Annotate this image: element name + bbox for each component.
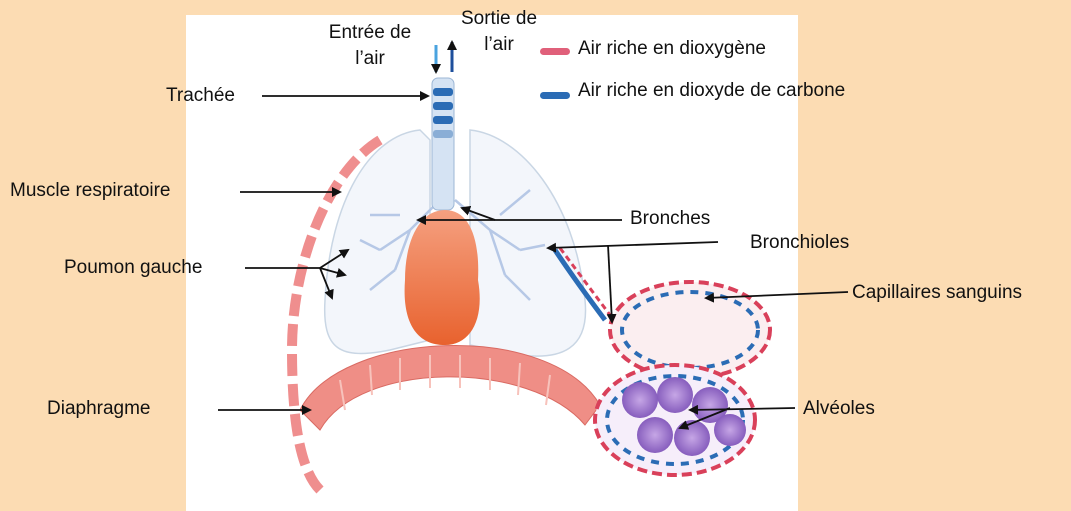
heart-shape <box>405 210 480 345</box>
trachea-shape <box>432 78 454 210</box>
legend-oxygen-swatch <box>540 48 570 55</box>
lung-label: Poumon gauche <box>64 257 202 279</box>
capillaries-label: Capillaires sanguins <box>852 282 1022 304</box>
bronchi-label: Bronches <box>630 208 710 230</box>
air-out-label: Sortie de l’air <box>458 6 540 58</box>
bronchioles-label: Bronchioles <box>750 232 849 254</box>
legend-co2-label: Air riche en dioxyde de carbone <box>578 80 845 102</box>
muscle-label: Muscle respiratoire <box>10 180 171 202</box>
diaphragm-label: Diaphragme <box>47 398 151 420</box>
air-in-label: Entrée de l’air <box>318 20 422 72</box>
legend-co2-swatch <box>540 92 570 99</box>
alveoli-label: Alvéoles <box>803 398 875 420</box>
trachea-label: Trachée <box>166 85 235 107</box>
legend-oxygen-label: Air riche en dioxygène <box>578 38 766 60</box>
